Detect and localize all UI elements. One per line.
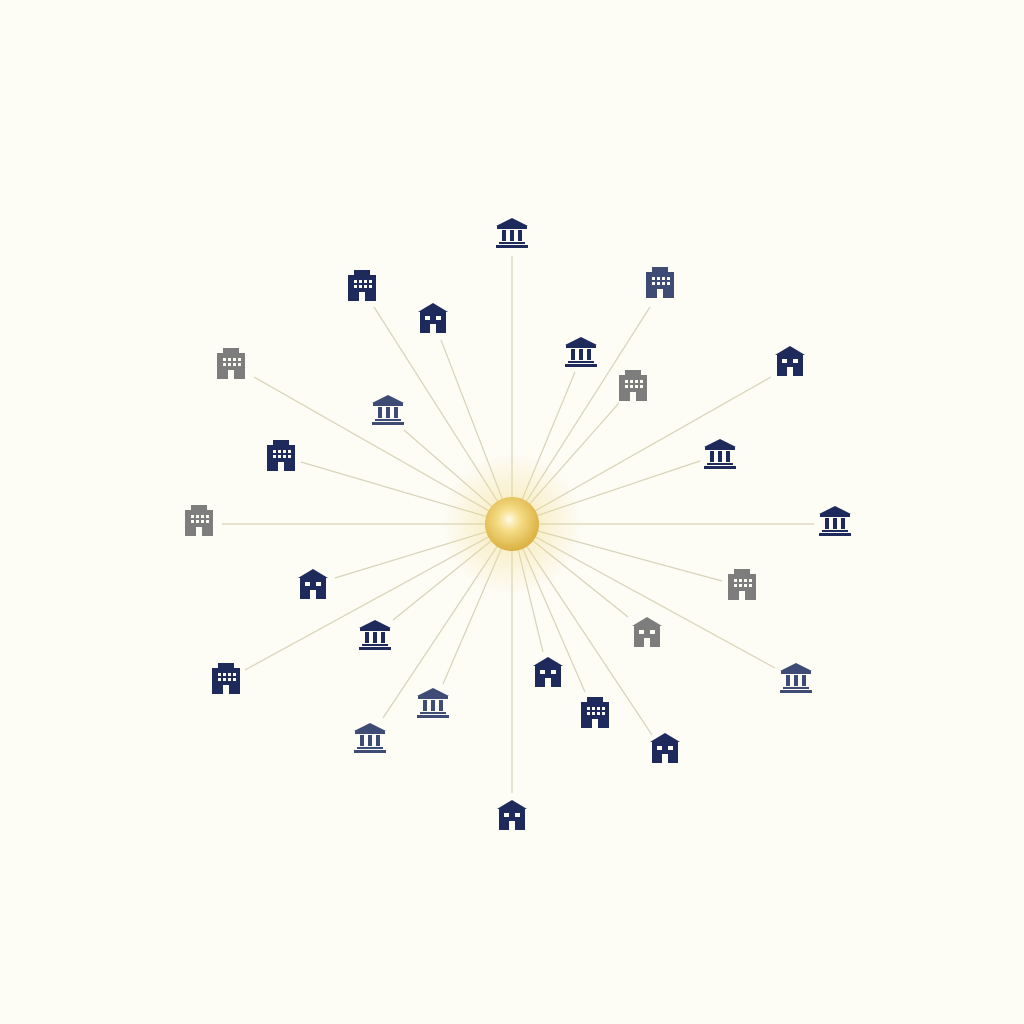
house-building-icon <box>775 346 805 376</box>
bank-icon <box>565 337 597 367</box>
bank-icon <box>704 439 736 469</box>
office-tower-icon <box>646 267 674 298</box>
bank-icon <box>372 395 404 425</box>
bank-icon <box>819 506 851 536</box>
building-nodes <box>185 218 851 830</box>
bank-icon <box>354 723 386 753</box>
office-tower-icon <box>212 663 240 694</box>
bank-icon <box>359 620 391 650</box>
house-building-icon <box>497 800 527 830</box>
office-tower-icon <box>185 505 213 536</box>
house-building-icon <box>632 617 662 647</box>
central-hub <box>442 454 582 594</box>
house-building-icon <box>533 657 563 687</box>
office-tower-icon <box>267 440 295 471</box>
office-tower-icon <box>348 270 376 301</box>
bank-icon <box>496 218 528 248</box>
house-building-icon <box>418 303 448 333</box>
bank-icon <box>417 688 449 718</box>
hub-orb <box>485 497 539 551</box>
office-tower-icon <box>217 348 245 379</box>
office-tower-icon <box>728 569 756 600</box>
bank-icon <box>780 663 812 693</box>
house-building-icon <box>650 733 680 763</box>
office-tower-icon <box>581 697 609 728</box>
office-tower-icon <box>619 370 647 401</box>
house-building-icon <box>298 569 328 599</box>
